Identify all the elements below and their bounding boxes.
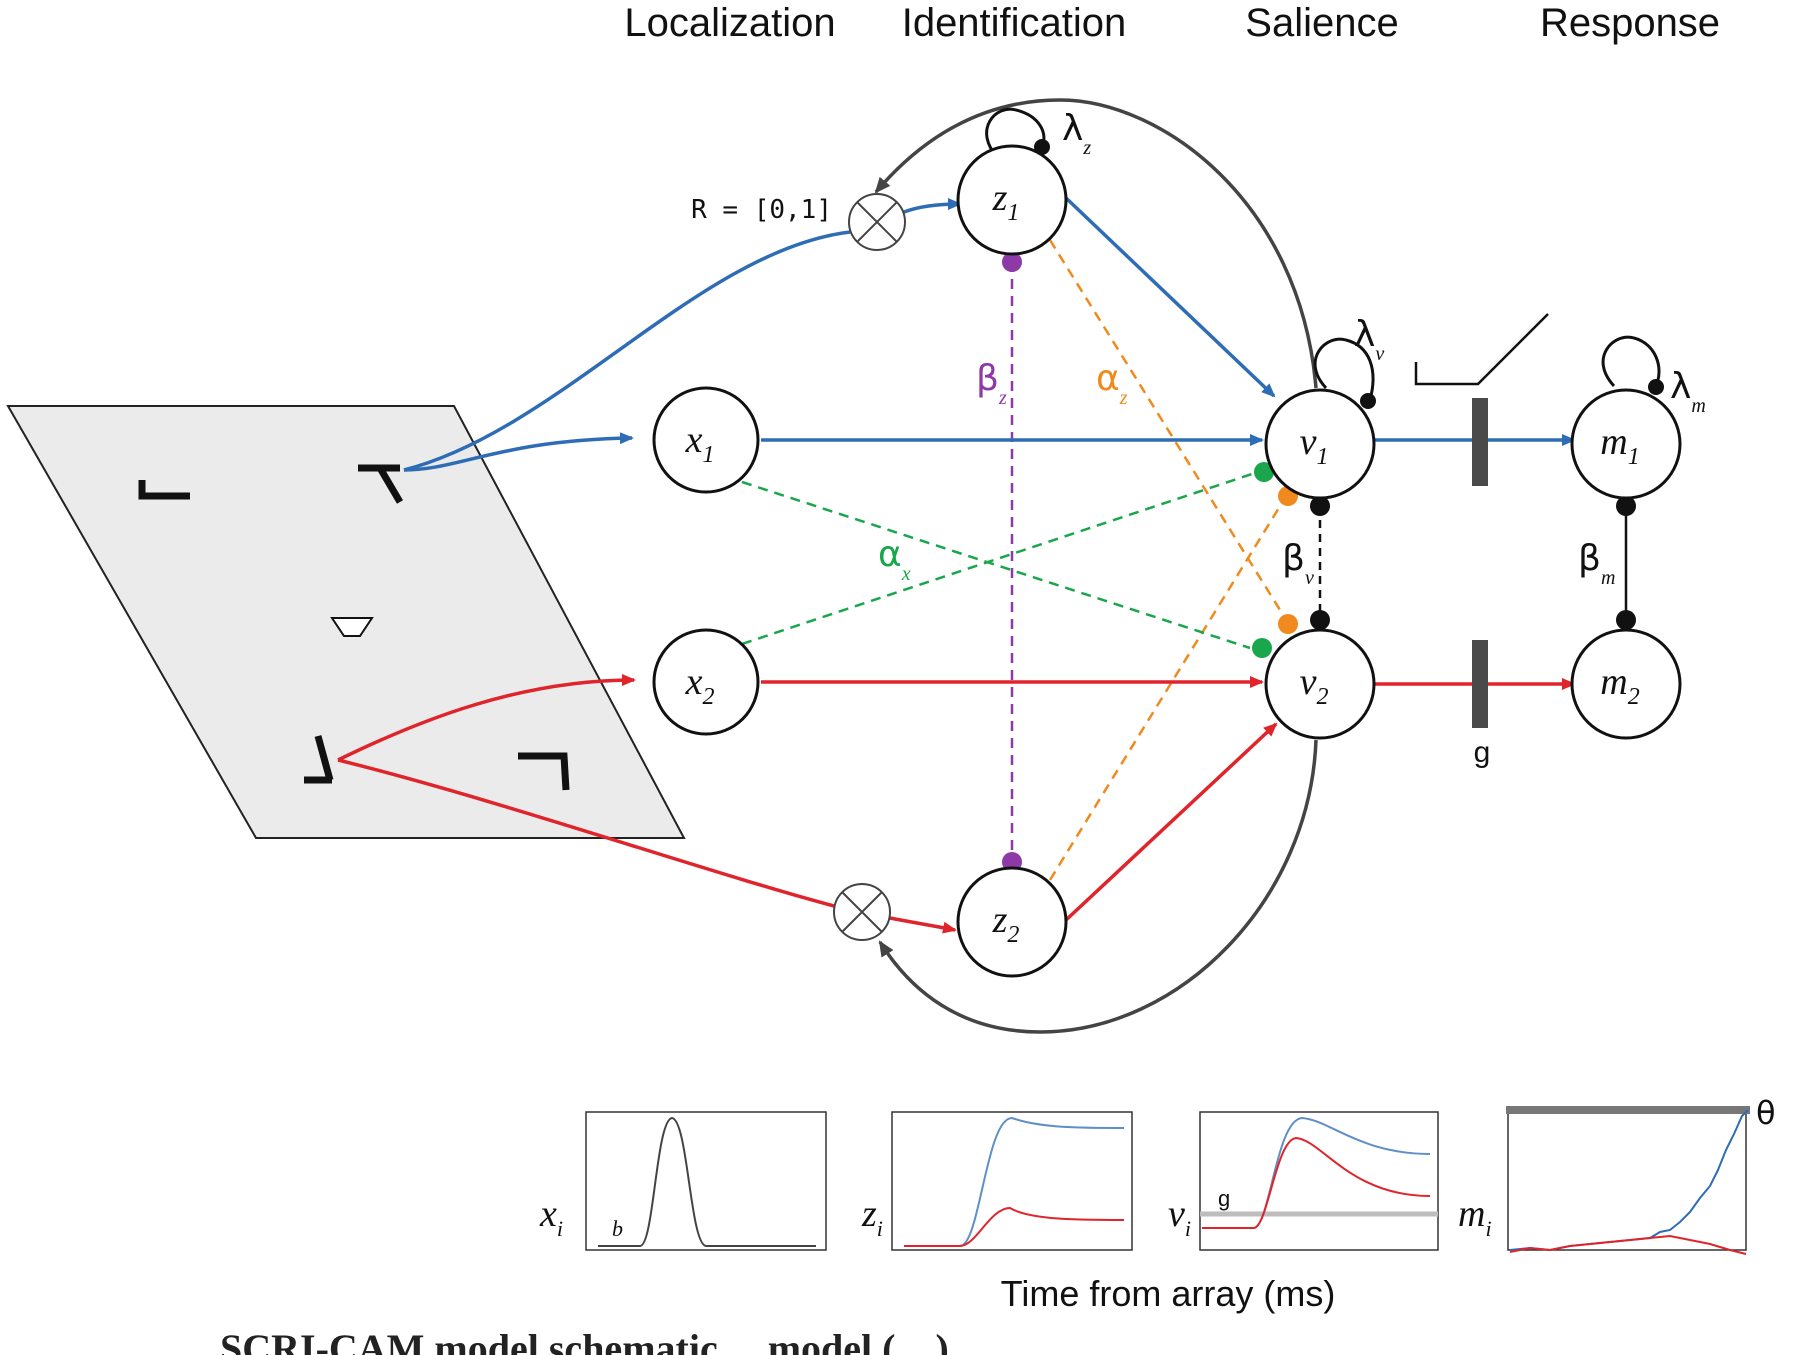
edge-z2-v2	[1064, 722, 1278, 922]
gate-label: g	[1474, 736, 1491, 769]
edge-array-R1	[403, 230, 851, 472]
svg-text:x1: x1	[685, 419, 715, 468]
edge-alpha-x-1	[741, 480, 1251, 650]
inhibit-dot-m2	[1616, 610, 1636, 630]
plot-x-label: xi	[539, 1193, 563, 1241]
self-loop-v1	[1313, 337, 1375, 401]
inhibit-dot-v2-green	[1252, 638, 1272, 658]
self-loop-z1	[985, 107, 1046, 160]
plot-v-label: vi	[1168, 1193, 1191, 1241]
node-v2: v2	[1264, 628, 1376, 740]
edge-R1-z1	[903, 198, 962, 214]
self-loop-dot-v1	[1360, 393, 1376, 409]
svg-text:m1: m1	[1600, 421, 1639, 470]
node-z2: z2	[956, 866, 1068, 978]
edge-alpha-z-2	[1048, 497, 1287, 881]
plot-m-theta-label: θ	[1756, 1094, 1776, 1132]
inhibit-dot-z1	[1002, 252, 1022, 272]
multiplier-1	[848, 193, 906, 251]
inhibit-dot-v2-orange	[1278, 614, 1298, 634]
edge-array-x1	[403, 432, 634, 472]
svg-text:v1: v1	[1300, 421, 1329, 470]
plot-z-blue	[904, 1116, 1125, 1247]
edge-alpha-z-1	[1048, 239, 1287, 619]
label-beta-v: βv	[1282, 538, 1314, 589]
multiplier-2	[833, 883, 891, 941]
fixation-marker	[330, 617, 374, 637]
r-label: R = [0,1]	[691, 195, 832, 225]
edge-array-x2	[337, 674, 636, 762]
self-loop-m1	[1601, 335, 1661, 388]
gate-2	[1472, 640, 1488, 728]
self-loop-dot-m1	[1648, 379, 1664, 395]
label-beta-m: βm	[1578, 538, 1615, 589]
plot-z: zi	[861, 1111, 1133, 1251]
plot-x-curve	[598, 1116, 816, 1247]
svg-text:z2: z2	[992, 899, 1020, 948]
stimulus-T-target	[358, 464, 404, 504]
stimulus-L-item	[138, 480, 190, 500]
gate-1	[1472, 398, 1488, 486]
stimulus-array	[6, 405, 686, 839]
plot-m: θ mi	[1458, 1094, 1776, 1255]
node-m2: m2	[1570, 628, 1682, 740]
stimulus-L-mirrored	[518, 752, 570, 791]
plot-x: b xi	[539, 1111, 827, 1251]
node-x1: x1	[652, 386, 760, 494]
svg-text:x2: x2	[685, 661, 715, 710]
stage-localization: Localization	[624, 1, 835, 45]
edge-R2-z2	[889, 916, 957, 934]
label-beta-z: βz	[976, 358, 1007, 409]
label-lambda-v: λv	[1354, 314, 1384, 365]
plot-v-red	[1202, 1136, 1431, 1229]
inhibit-dot-v2-black	[1310, 610, 1330, 630]
label-lambda-z: λz	[1062, 108, 1091, 159]
caption-partial: ... SCRI-CAM model schematic ... model (…	[180, 1326, 989, 1355]
svg-text:m2: m2	[1600, 661, 1639, 710]
edge-z1-v1	[1064, 196, 1276, 398]
plot-m-label: mi	[1458, 1193, 1492, 1241]
label-alpha-z: αz	[1096, 358, 1128, 409]
plot-m-red	[1509, 1234, 1747, 1255]
time-axis-label: Time from array (ms)	[1001, 1273, 1336, 1314]
node-x2: x2	[652, 628, 760, 736]
plot-v-g-label: g	[1218, 1186, 1230, 1211]
threshold-linear-icon	[1414, 313, 1549, 386]
node-z1: z1	[956, 144, 1068, 256]
plot-x-b-label: b	[612, 1216, 623, 1241]
plot-v: g vi	[1168, 1111, 1439, 1251]
feedback-v1-R1	[874, 98, 1318, 389]
inhibit-dot-m1	[1616, 496, 1636, 516]
stage-salience: Salience	[1245, 1, 1398, 45]
plot-z-label: zi	[861, 1193, 883, 1241]
edge-array-R2	[337, 758, 835, 908]
edge-alpha-x-2	[741, 470, 1259, 646]
inhibit-dot-v1-green	[1254, 462, 1274, 482]
svg-text:z1: z1	[992, 177, 1020, 226]
svg-text:v2: v2	[1300, 661, 1329, 710]
node-v1: v1	[1264, 388, 1376, 500]
node-m1: m1	[1570, 388, 1682, 500]
plot-z-red	[904, 1206, 1125, 1247]
label-lambda-m: λm	[1670, 366, 1706, 417]
inhibit-dot-v1-black	[1310, 496, 1330, 516]
stimulus-L-rotated	[304, 735, 334, 784]
stage-identification: Identification	[902, 1, 1127, 45]
label-alpha-x: αx	[878, 534, 911, 585]
feedback-v2-R2	[878, 739, 1318, 1034]
stage-response: Response	[1540, 1, 1720, 45]
